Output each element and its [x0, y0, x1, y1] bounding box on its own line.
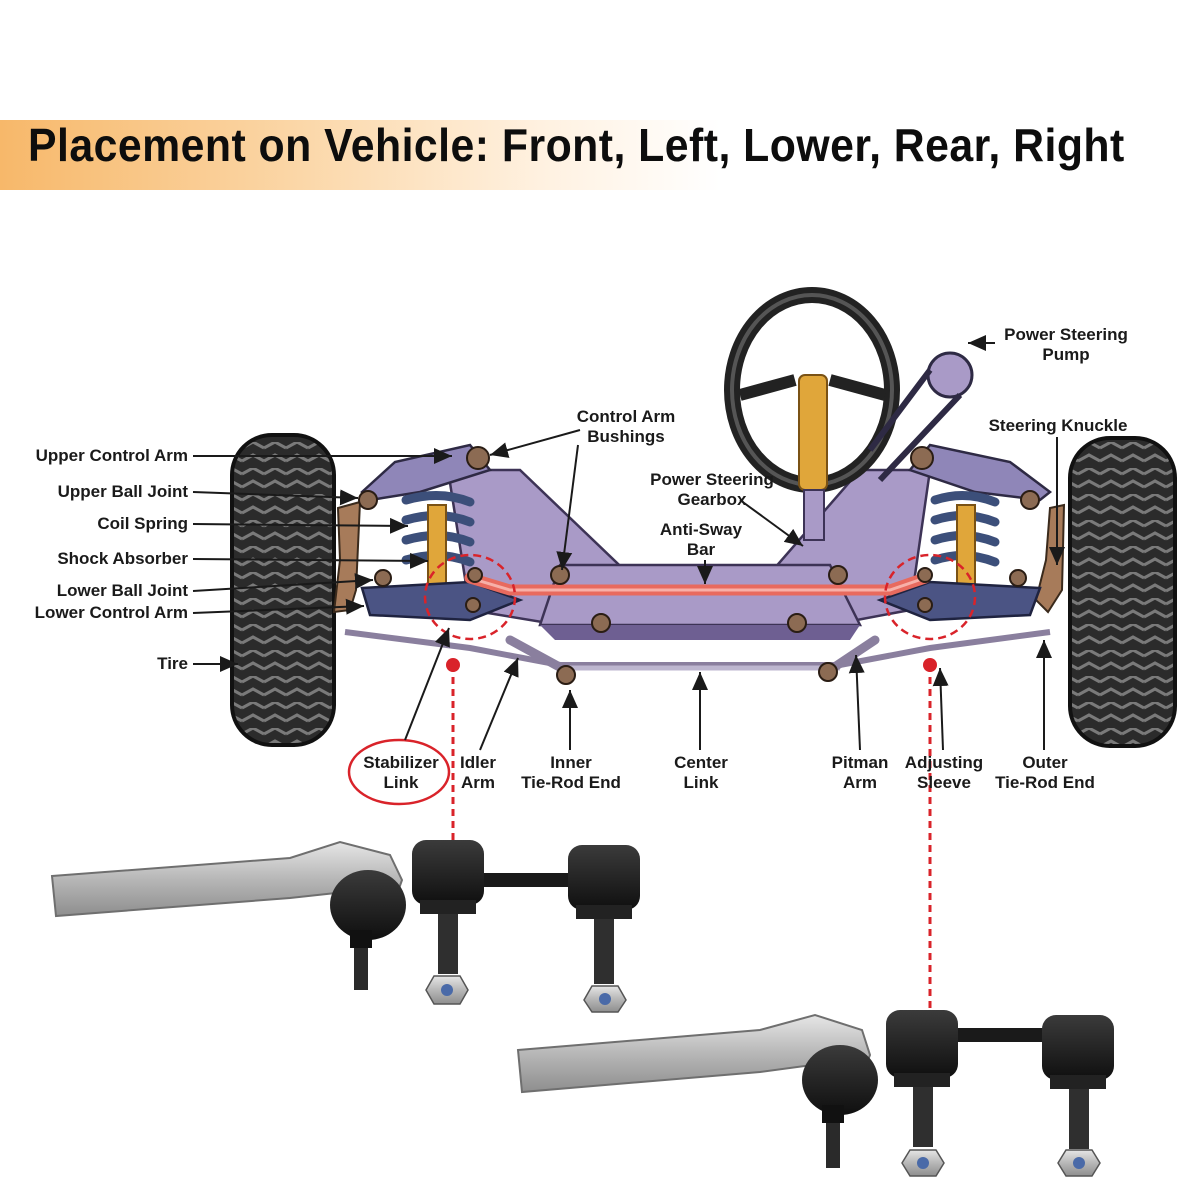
label-lower-ball-joint: Lower Ball Joint [56, 581, 188, 600]
label-power-steering-gearbox: Power Steering Gearbox [650, 470, 774, 509]
stabilizer-label-highlight [347, 738, 451, 806]
label-pitman-arm: Pitman Arm [831, 753, 889, 792]
headline-band [0, 120, 1200, 190]
label-adjusting-sleeve: Adjusting Sleeve [904, 753, 984, 792]
label-upper-ball-joint: Upper Ball Joint [57, 482, 188, 501]
label-tire: Tire [157, 654, 188, 673]
label-center-link: Center Link [674, 753, 728, 792]
left-leader-arrows [192, 448, 452, 672]
label-coil-spring: Coil Spring [97, 514, 188, 533]
pump-belt [867, 368, 963, 483]
steering-column [798, 374, 828, 491]
stabilizer-link-1 [412, 840, 640, 1013]
product-set-1 [50, 840, 640, 1013]
label-stabilizer-link: Stabilizer Link [363, 753, 439, 792]
right-shock-absorber [956, 504, 976, 591]
headline: Placement on Vehicle: Front, Left, Lower… [28, 119, 1125, 171]
label-inner-tie-rod-end: Inner Tie-Rod End [521, 753, 621, 792]
right-tire [1068, 436, 1177, 748]
idler-arm [505, 635, 570, 675]
left-tire [230, 433, 336, 747]
left-lower-control-arm [360, 580, 524, 622]
power-steering-pump [926, 351, 974, 399]
left-link-highlight [423, 553, 517, 641]
label-upper-control-arm: Upper Control Arm [35, 446, 188, 465]
bottom-leader-arrows [404, 627, 1052, 751]
power-steering-gearbox [803, 489, 825, 541]
label-shock-absorber: Shock Absorber [57, 549, 188, 568]
left-steering-knuckle [332, 500, 362, 614]
label-outer-tie-rod-end: Outer Tie-Rod End [995, 753, 1095, 792]
left-connector-dot-top [446, 658, 460, 672]
label-anti-sway-bar: Anti-Sway Bar [659, 520, 743, 559]
stabilizer-link-2 [886, 1010, 1114, 1177]
right-link-highlight [883, 553, 977, 641]
label-steering-knuckle: Steering Knuckle [988, 416, 1128, 435]
label-power-steering-pump: Power Steering Pump [1004, 325, 1128, 364]
product-set-2 [516, 1010, 1114, 1177]
label-lower-control-arm: Lower Control Arm [34, 603, 188, 622]
right-steering-knuckle [1034, 503, 1066, 614]
joints [358, 446, 1040, 685]
right-connector-dot-top [923, 658, 937, 672]
top-leader-arrows [489, 335, 1065, 584]
label-idler-arm: Idler Arm [460, 753, 496, 792]
label-control-arm-bushings: Control Arm Bushings [576, 407, 676, 446]
